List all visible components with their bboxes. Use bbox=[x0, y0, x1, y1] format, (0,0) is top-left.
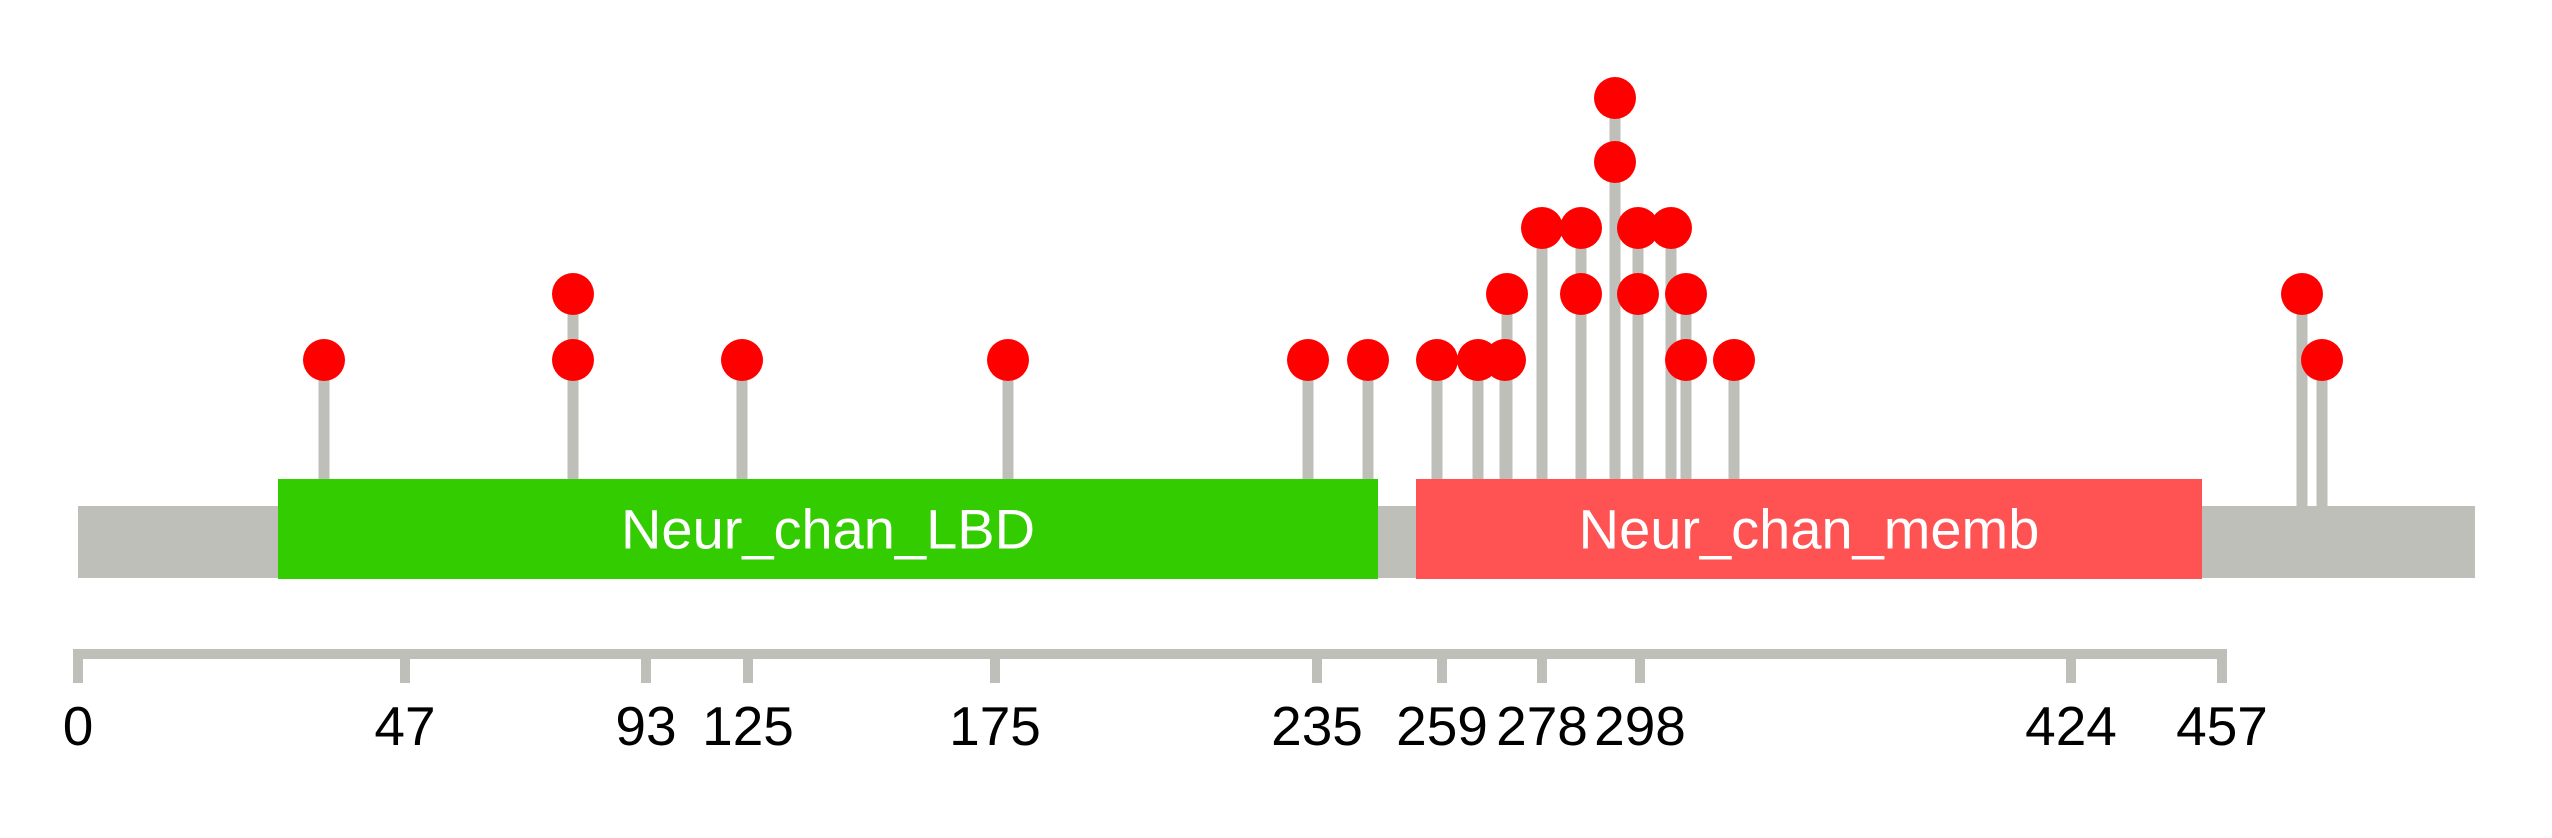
axis-tick bbox=[2217, 649, 2227, 683]
axis-tick-label: 424 bbox=[2025, 695, 2117, 757]
axis-line bbox=[78, 649, 2222, 659]
axis-tick-label: 175 bbox=[949, 695, 1041, 757]
lollipop-stem bbox=[1302, 360, 1314, 546]
lollipop-stem bbox=[1536, 228, 1548, 546]
lollipop-stem bbox=[1609, 162, 1621, 546]
lollipop-stem bbox=[1472, 360, 1484, 546]
axis-tick bbox=[2066, 649, 2076, 683]
lollipop-stem bbox=[1680, 360, 1692, 546]
lollipop-marker[interactable] bbox=[1617, 207, 1659, 249]
axis-tick bbox=[641, 649, 651, 683]
axis-tick-label: 125 bbox=[702, 695, 794, 757]
lollipop-marker[interactable] bbox=[2301, 339, 2343, 381]
lollipop-stem bbox=[1002, 360, 1014, 546]
lollipop-markers-group bbox=[303, 77, 2343, 381]
lollipop-marker[interactable] bbox=[1486, 273, 1528, 315]
domain-rect[interactable] bbox=[1416, 479, 2202, 579]
axis-tick-label: 259 bbox=[1396, 695, 1488, 757]
lollipop-marker[interactable] bbox=[1287, 339, 1329, 381]
axis-tick-label: 93 bbox=[615, 695, 677, 757]
lollipop-marker[interactable] bbox=[2281, 273, 2323, 315]
lollipop-stem bbox=[318, 360, 330, 546]
lollipop-marker[interactable] bbox=[1594, 141, 1636, 183]
axis-tick bbox=[1537, 649, 1547, 683]
lollipop-marker[interactable] bbox=[552, 339, 594, 381]
lollipop-marker[interactable] bbox=[1665, 273, 1707, 315]
lollipop-stem bbox=[567, 360, 579, 546]
axis-tick bbox=[990, 649, 1000, 683]
axis-group bbox=[73, 649, 2227, 683]
domains-group bbox=[278, 479, 2202, 579]
axis-tick-label: 47 bbox=[374, 695, 436, 757]
lollipop-stem bbox=[1632, 294, 1644, 546]
lollipop-marker[interactable] bbox=[1347, 339, 1389, 381]
lollipop-stems-group bbox=[318, 98, 2328, 546]
lollipop-marker[interactable] bbox=[987, 339, 1029, 381]
axis-tick-label: 235 bbox=[1271, 695, 1363, 757]
lollipop-stem bbox=[2296, 294, 2308, 546]
lollipop-marker[interactable] bbox=[552, 273, 594, 315]
lollipop-marker[interactable] bbox=[1560, 273, 1602, 315]
lollipop-marker[interactable] bbox=[1713, 339, 1755, 381]
axis-tick bbox=[1437, 649, 1447, 683]
lollipop-marker[interactable] bbox=[1650, 207, 1692, 249]
lollipop-stem bbox=[1728, 360, 1740, 546]
lollipop-stem bbox=[736, 360, 748, 546]
lollipop-marker[interactable] bbox=[1665, 339, 1707, 381]
axis-tick bbox=[400, 649, 410, 683]
lollipop-marker[interactable] bbox=[1416, 339, 1458, 381]
lollipop-marker[interactable] bbox=[303, 339, 345, 381]
lollipop-stem bbox=[1575, 294, 1587, 546]
lollipop-stem bbox=[1665, 228, 1677, 546]
lollipop-marker[interactable] bbox=[1594, 77, 1636, 119]
axis-tick bbox=[73, 649, 83, 683]
axis-tick bbox=[743, 649, 753, 683]
lollipop-marker[interactable] bbox=[1484, 339, 1526, 381]
lollipop-marker[interactable] bbox=[1617, 273, 1659, 315]
axis-tick bbox=[1312, 649, 1322, 683]
lollipop-marker[interactable] bbox=[1560, 207, 1602, 249]
axis-tick-label: 298 bbox=[1594, 695, 1686, 757]
axis-tick bbox=[1635, 649, 1645, 683]
axis-tick-label: 457 bbox=[2176, 695, 2268, 757]
axis-tick-label: 278 bbox=[1496, 695, 1588, 757]
axis-tick-label: 0 bbox=[62, 695, 94, 757]
lollipop-stem bbox=[2316, 360, 2328, 546]
lollipop-marker[interactable] bbox=[721, 339, 763, 381]
domain-rect[interactable] bbox=[278, 479, 1378, 579]
lollipop-stem bbox=[1431, 360, 1443, 546]
lollipop-stem bbox=[1362, 360, 1374, 546]
lollipop-stem bbox=[1501, 294, 1513, 546]
lollipop-marker[interactable] bbox=[1521, 207, 1563, 249]
